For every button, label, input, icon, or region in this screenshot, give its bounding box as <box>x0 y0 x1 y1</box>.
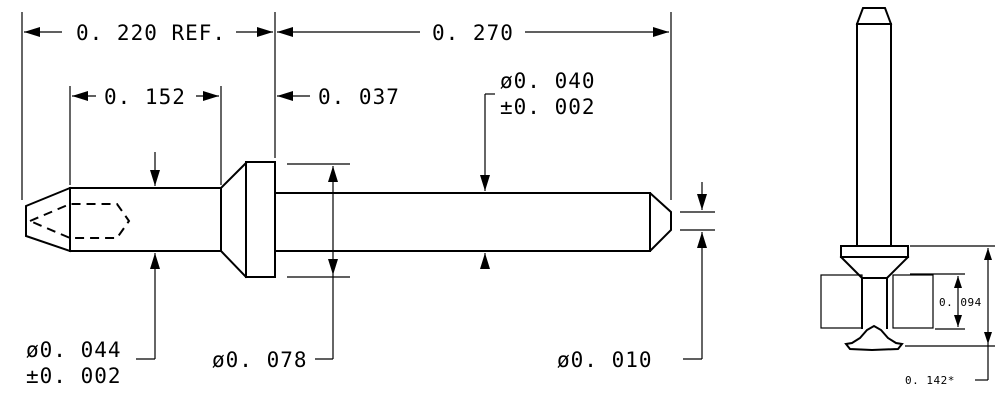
board-right-section <box>892 274 934 329</box>
dim-shaft-length: 0. 270 <box>277 21 669 45</box>
pin-tip-body <box>69 187 222 252</box>
installed-pin-collar <box>840 245 909 258</box>
pin-head-collar <box>245 161 276 278</box>
pin-left-tip <box>25 186 72 253</box>
pin-installed-view: 0. 094 0. 142* <box>820 7 995 387</box>
pin-cone <box>219 161 248 279</box>
dim-tip-diameter: ø0. 044 ±0. 002 <box>26 152 160 388</box>
dim-overall-insert-label: 0. 142* <box>905 374 955 387</box>
installed-pin-top <box>855 7 893 26</box>
installed-pin-cone <box>839 255 910 280</box>
dim-insert-depth-label: 0. 094 <box>939 296 982 309</box>
dim-point-diameter-label: ø0. 010 <box>557 348 653 372</box>
dim-head-thickness-label: 0. 037 <box>318 85 400 109</box>
dim-shaft-length-label: 0. 270 <box>432 21 514 45</box>
dim-ref-length-label: 0. 220 REF. <box>76 21 226 45</box>
dim-tip-length-label: 0. 152 <box>104 85 186 109</box>
pin-side-view <box>25 161 672 279</box>
dim-head-diameter: ø0. 078 <box>212 166 338 372</box>
bottom-contact-clip <box>844 324 904 352</box>
dim-shaft-diameter-label: ø0. 040 <box>500 69 596 93</box>
dim-tip-diameter-label: ø0. 044 <box>26 338 122 362</box>
dim-tip-length: 0. 152 <box>72 85 219 109</box>
dim-ref-length: 0. 220 REF. <box>24 21 273 45</box>
dim-shaft-diameter-tol: ±0. 002 <box>500 95 596 119</box>
dim-tip-diameter-tol: ±0. 002 <box>26 364 122 388</box>
dim-head-thickness: 0. 037 <box>277 85 400 109</box>
dim-point-diameter: ø0. 010 <box>557 182 707 372</box>
board-left-section <box>820 274 863 329</box>
pin-shaft <box>274 192 672 252</box>
installed-pin-shaft <box>856 23 892 247</box>
pin-hidden-bore <box>29 203 131 239</box>
dimension-extension-lines <box>21 12 715 278</box>
dim-shaft-diameter: ø0. 040 ±0. 002 <box>480 69 596 269</box>
dim-head-diameter-label: ø0. 078 <box>212 348 308 372</box>
